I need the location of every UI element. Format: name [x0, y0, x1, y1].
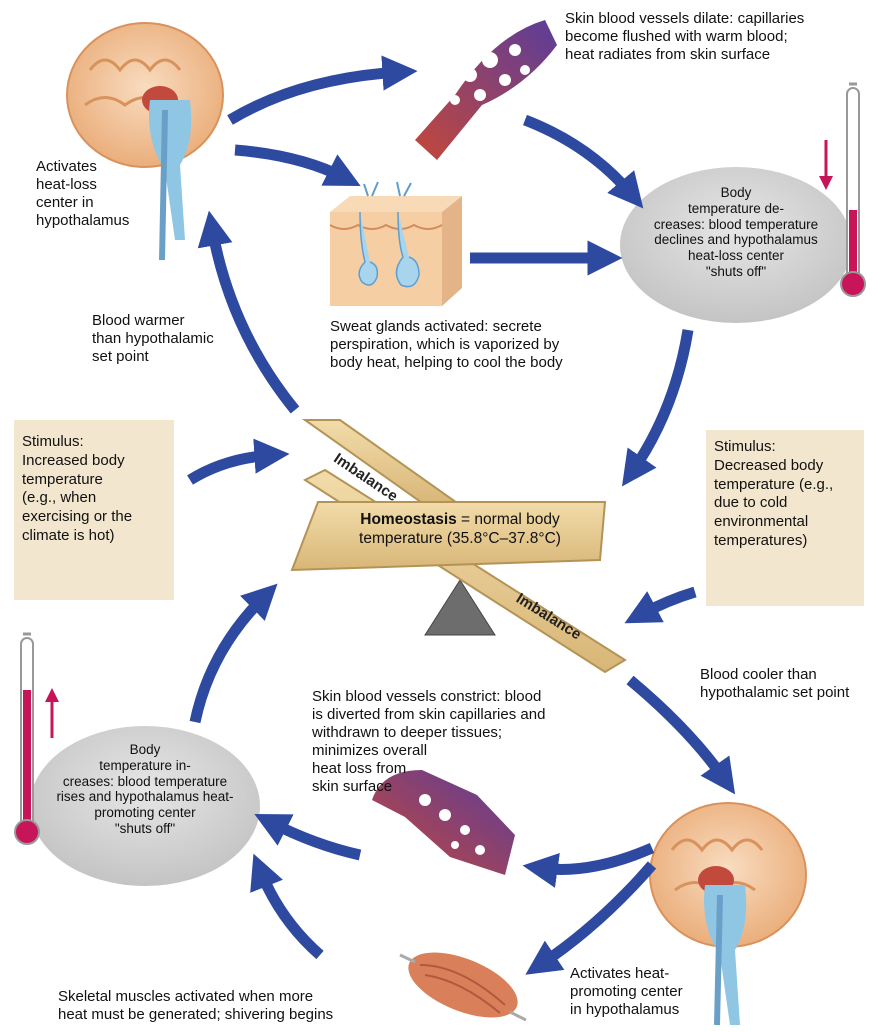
heat-promoting-center-text: Activates heat- promoting center in hypo… — [570, 965, 683, 1019]
blood-warmer-text: Blood warmer than hypothalamic set point — [92, 312, 214, 366]
sweat-glands-text: Sweat glands activated: secrete perspira… — [330, 318, 563, 372]
homeostasis-rest: = normal body — [457, 511, 560, 528]
blood-cooler-text: Blood cooler than hypothalamic set point — [700, 666, 849, 702]
temperature-increases-text: Body temperature in- creases: blood temp… — [48, 742, 242, 837]
dilated-vessel-icon — [415, 20, 557, 160]
homeostasis-term: Homeostasis — [360, 511, 456, 528]
arrow-up-icon — [45, 688, 59, 738]
temperature-decreases-text: Body temperature de- creases: blood temp… — [640, 185, 832, 280]
homeostasis-range: temperature (35.8°C–37.8°C) — [359, 530, 561, 547]
skin-section-icon — [330, 182, 462, 306]
homeostasis-label: Homeostasis = normal body temperature (3… — [320, 510, 600, 549]
stimulus-decrease-text: Stimulus: Decreased body temperature (e.… — [714, 438, 833, 551]
vessels-dilate-text: Skin blood vessels dilate: capillaries b… — [565, 10, 804, 64]
arrow-down-icon — [819, 140, 833, 190]
stimulus-increase-text: Stimulus: Increased body temperature (e.… — [22, 433, 132, 546]
skeletal-muscles-text: Skeletal muscles activated when more hea… — [58, 988, 333, 1024]
vessels-constrict-text: Skin blood vessels constrict: blood is d… — [312, 688, 545, 796]
muscle-icon — [399, 939, 526, 1031]
heat-loss-center-text: Activates heat-loss center in hypothalam… — [36, 158, 129, 230]
